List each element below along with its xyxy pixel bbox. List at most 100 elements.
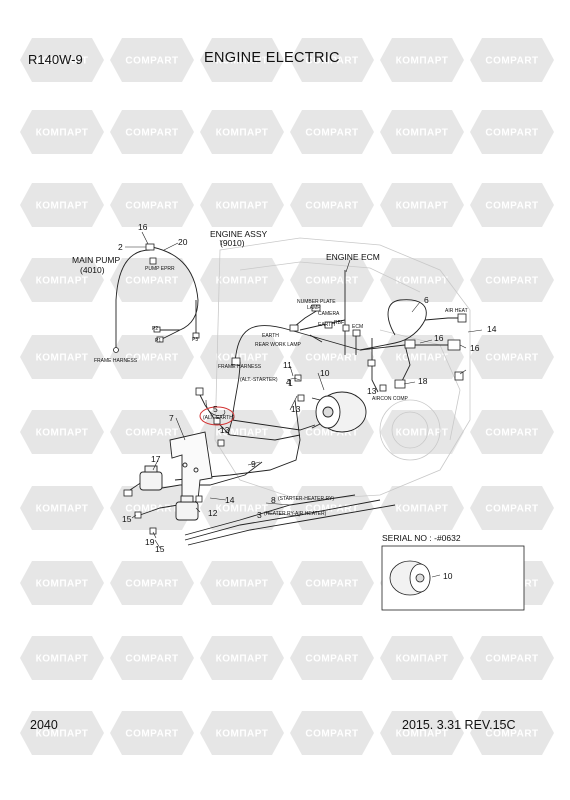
watermark-tile: КОМПАРТ	[20, 711, 104, 755]
watermark-tile: КОМПАРТ	[380, 110, 464, 154]
watermark-hexagon	[290, 711, 374, 755]
watermark-hexagon	[110, 38, 194, 82]
watermark-hexagon	[380, 486, 464, 530]
watermark-hexagon	[110, 486, 194, 530]
watermark-tile: КОМПАРТ	[380, 636, 464, 680]
watermark-tile: КОМПАРТ	[200, 38, 284, 82]
watermark-tile: COMPART	[470, 711, 554, 755]
serial-no-label: SERIAL NO : -#0632	[382, 533, 461, 543]
watermark-tile: COMPART	[470, 335, 554, 379]
callout-14b: 14	[225, 495, 235, 505]
watermark-tile: COMPART	[110, 561, 194, 605]
watermark-hexagon	[470, 711, 554, 755]
watermark-text: COMPART	[125, 128, 178, 139]
watermark-hexagon	[470, 335, 554, 379]
callout-7: 7	[169, 413, 174, 423]
watermark-tile: КОМПАРТ	[200, 561, 284, 605]
watermark-tile: КОМПАРТ	[20, 335, 104, 379]
callout-19: 19	[145, 537, 155, 547]
callout-15a: 15	[122, 514, 132, 524]
watermark-hexagon	[110, 711, 194, 755]
watermark-tile: COMPART	[470, 486, 554, 530]
watermark-hexagon	[20, 183, 104, 227]
watermark-text: КОМПАРТ	[216, 56, 269, 67]
watermark-tile: COMPART	[110, 110, 194, 154]
watermark-text: COMPART	[305, 428, 358, 439]
watermark-text: COMPART	[305, 353, 358, 364]
watermark-hexagon	[110, 636, 194, 680]
callout-13b: 13	[291, 404, 301, 414]
watermark-hexagon	[200, 258, 284, 302]
watermark-hexagon	[380, 183, 464, 227]
watermark-text: КОМПАРТ	[396, 654, 449, 665]
watermark-tile: КОМПАРТ	[20, 486, 104, 530]
watermark-text: КОМПАРТ	[216, 654, 269, 665]
watermark-text: КОМПАРТ	[216, 353, 269, 364]
watermark-tile: КОМПАРТ	[200, 711, 284, 755]
watermark-text: КОМПАРТ	[216, 729, 269, 740]
watermark-text: COMPART	[305, 729, 358, 740]
watermark-text: КОМПАРТ	[396, 201, 449, 212]
watermark-tile: COMPART	[110, 486, 194, 530]
watermark-text: COMPART	[125, 201, 178, 212]
watermark-text: COMPART	[125, 654, 178, 665]
label-number-plate-1: NUMBER PLATE	[297, 299, 336, 305]
label-frame-harness-1: FRAME HARNESS	[94, 358, 138, 364]
watermark-text: COMPART	[125, 276, 178, 287]
watermark-tile: COMPART	[110, 183, 194, 227]
engine-ecm-label: ENGINE ECM	[326, 252, 380, 262]
watermark-hexagon	[20, 258, 104, 302]
watermark-hexagon	[20, 486, 104, 530]
watermark-hexagon	[290, 183, 374, 227]
watermark-tile: КОМПАРТ	[20, 410, 104, 454]
watermark-tile: КОМПАРТ	[380, 410, 464, 454]
watermark-hexagon	[200, 636, 284, 680]
watermark-tile: КОМПАРТ	[380, 711, 464, 755]
watermark-text: COMPART	[125, 56, 178, 67]
callout-18: 18	[418, 376, 428, 386]
leader-lines	[125, 231, 483, 549]
watermark-text: COMPART	[485, 56, 538, 67]
watermark-hexagon	[200, 335, 284, 379]
watermark-hexagon	[380, 335, 464, 379]
watermark-tile: КОМПАРТ	[200, 258, 284, 302]
watermark-hexagon	[470, 38, 554, 82]
model-number: R140W-9	[28, 52, 83, 67]
watermark-text: COMPART	[305, 56, 358, 67]
watermark-text: КОМПАРТ	[36, 353, 89, 364]
watermark-text: COMPART	[485, 201, 538, 212]
watermark-tile: COMPART	[110, 711, 194, 755]
watermark-text: COMPART	[125, 729, 178, 740]
watermark-tile: COMPART	[470, 38, 554, 82]
watermark-hexagon	[470, 410, 554, 454]
watermark-text: КОМПАРТ	[396, 353, 449, 364]
watermark-hexagon	[470, 258, 554, 302]
watermark-hexagon	[200, 110, 284, 154]
watermark-tile: COMPART	[110, 258, 194, 302]
watermark-hexagon	[200, 561, 284, 605]
watermark-text: COMPART	[485, 428, 538, 439]
watermark-hexagon	[380, 711, 464, 755]
label-camera: CAMERA	[318, 311, 340, 317]
watermark-tile: КОМПАРТ	[20, 258, 104, 302]
watermark-tile: COMPART	[290, 636, 374, 680]
watermark-tile: КОМПАРТ	[380, 486, 464, 530]
watermark-hexagon	[20, 38, 104, 82]
page-number: 2040	[30, 718, 58, 732]
watermark-hexagon	[110, 110, 194, 154]
watermark-text: COMPART	[305, 654, 358, 665]
watermark-text: COMPART	[125, 579, 178, 590]
watermark-text: КОМПАРТ	[36, 504, 89, 515]
watermark-text: COMPART	[485, 654, 538, 665]
label-alt-earth: (ALT.-EARTH)	[203, 415, 235, 421]
watermark-text: КОМПАРТ	[36, 201, 89, 212]
revision-date: 2015. 3.31 REV.15C	[402, 718, 516, 732]
watermark-tile: КОМПАРТ	[200, 183, 284, 227]
label-aircon-comp: AIRCON COMP	[372, 396, 409, 402]
callout-17: 17	[151, 454, 161, 464]
watermark-hexagon	[110, 335, 194, 379]
callout-8: 8	[271, 495, 276, 505]
label-ecm: ECM	[352, 324, 363, 330]
watermark-tile: КОМПАРТ	[380, 183, 464, 227]
watermark-text: КОМПАРТ	[216, 276, 269, 287]
